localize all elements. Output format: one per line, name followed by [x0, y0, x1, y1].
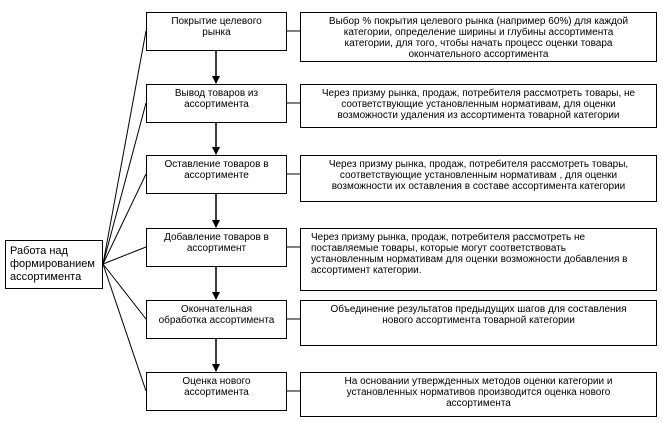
step-node-assessment: Оценка нового ассортимента	[146, 372, 287, 411]
description-text: Через призму рынка, продаж, потребителя …	[328, 159, 629, 192]
root-to-step-5-line	[102, 263, 147, 392]
root-to-step-2-line	[102, 173, 147, 265]
description-text: Через призму рынка, продаж, потребителя …	[311, 232, 628, 276]
description-node: Через призму рынка, продаж, потребителя …	[300, 228, 657, 291]
step-node-keep-products: Оставление товаров в ассортименте	[146, 155, 287, 194]
root-to-step-0-line	[102, 30, 147, 265]
step-node-final-processing: Окончательная обработка ассортимента	[146, 300, 287, 339]
step-node-market-coverage: Покрытие целевого рынка	[146, 12, 287, 51]
description-node: На основании утвержденных методов оценки…	[300, 372, 657, 417]
step-title: Оценка нового ассортимента	[182, 376, 251, 398]
step-title: Добавление товаров в ассортимент	[164, 232, 269, 254]
root-to-step-4-line	[102, 263, 147, 320]
description-text: Через призму рынка, продаж, потребителя …	[321, 88, 636, 121]
description-text: Выбор % покрытия целевого рынка (наприме…	[328, 16, 629, 60]
step-title: Покрытие целевого рынка	[171, 16, 262, 38]
step-node-add-products: Добавление товаров в ассортимент	[146, 228, 287, 267]
root-to-step-1-line	[102, 102, 147, 265]
step-title: Окончательная обработка ассортимента	[158, 304, 275, 326]
root-to-step-3-line	[102, 246, 147, 265]
description-node: Через призму рынка, продаж, потребителя …	[300, 84, 657, 128]
root-node-label: Работа над формированием ассортимента	[10, 245, 95, 283]
step-title: Вывод товаров из ассортимента	[174, 88, 259, 110]
description-text: На основании утвержденных методов оценки…	[344, 376, 613, 409]
description-node: Объединение результатов предыдущих шагов…	[300, 300, 657, 346]
step-node-remove-products: Вывод товаров из ассортимента	[146, 84, 287, 123]
step-title: Оставление товаров в ассортименте	[164, 159, 269, 181]
description-text: Объединение результатов предыдущих шагов…	[330, 304, 627, 326]
description-node: Выбор % покрытия целевого рынка (наприме…	[300, 12, 657, 62]
root-node: Работа над формированием ассортимента	[5, 240, 103, 289]
description-node: Через призму рынка, продаж, потребителя …	[300, 155, 657, 202]
